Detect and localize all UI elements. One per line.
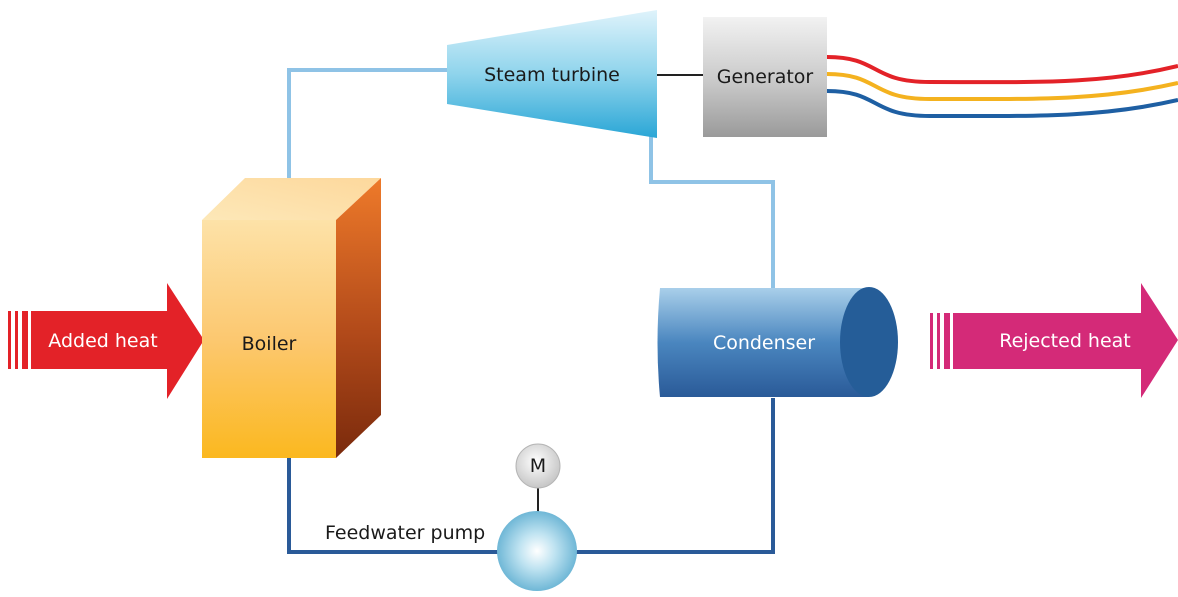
steam-pipe-turbine-to-condenser [649,136,775,290]
steam-turbine-body [447,10,657,138]
steam-turbine: Steam turbine [447,10,657,138]
power-line-blue [826,89,1178,119]
generator-label: Generator [717,66,814,88]
power-line-yellow [826,72,1178,102]
added-heat-bar-1 [8,311,11,369]
condenser-body [657,288,869,397]
water-pipes [287,398,775,554]
motor-label: M [530,455,546,477]
power-output-lines [826,55,1178,119]
steam-pipes [287,68,775,290]
motor-circle [515,443,561,489]
rejected-heat-bar-2 [937,313,940,369]
added-heat-arrow: Added heat [8,283,204,399]
boiler-top-face [202,178,381,220]
water-pipe-pump-to-boiler [287,456,498,554]
rejected-heat-arrow: Rejected heat [930,283,1178,398]
condenser: Condenser [657,287,898,397]
rejected-heat-arrow-shape [953,283,1178,398]
condenser-end-cap [840,287,898,397]
added-heat-label: Added heat [48,330,157,352]
added-heat-bar-3 [22,311,28,369]
steam-turbine-label: Steam turbine [484,64,620,86]
boiler-label: Boiler [242,333,297,355]
motor: M [515,443,561,515]
feedwater-pump-circle [497,511,577,591]
boiler-side-face [336,178,381,458]
generator-body [703,17,827,137]
boiler: Boiler [202,178,381,458]
steam-pipe-boiler-to-turbine [287,68,449,196]
feedwater-pump: Feedwater pump [325,511,577,591]
added-heat-arrow-shape [31,283,204,399]
rejected-heat-label: Rejected heat [999,330,1131,352]
rejected-heat-bar-3 [944,313,950,369]
rejected-heat-bar-1 [930,313,933,369]
boiler-front-face [202,220,336,458]
water-pipe-condenser-to-pump [572,398,775,554]
added-heat-bar-2 [15,311,18,369]
condenser-label: Condenser [713,332,815,354]
generator: Generator [703,17,827,137]
power-line-red [826,55,1178,85]
feedwater-pump-label: Feedwater pump [325,522,485,544]
